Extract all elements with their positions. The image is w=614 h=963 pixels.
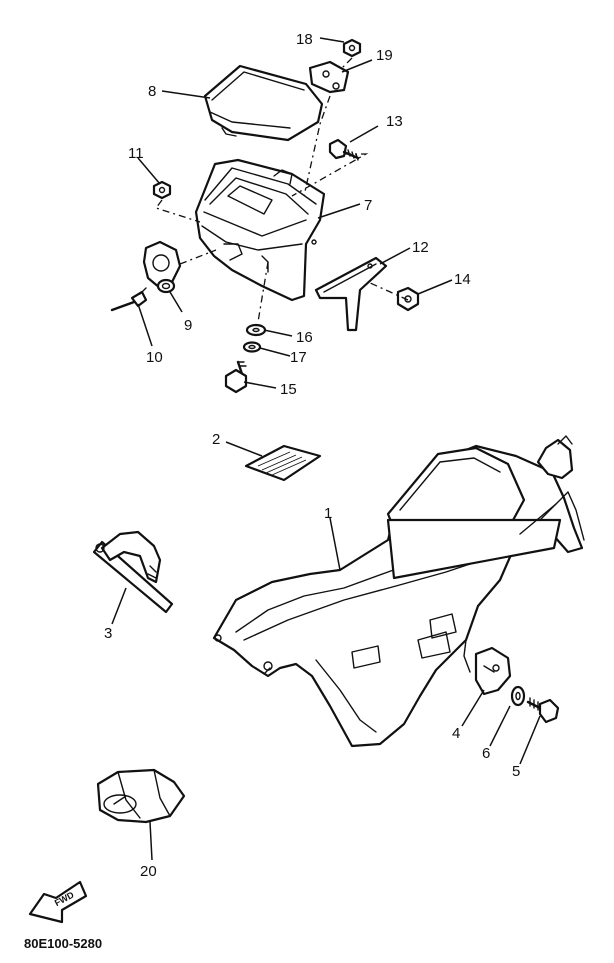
callout-10: 10 (146, 349, 163, 366)
part-13-bolt (328, 138, 360, 161)
callout-15: 15 (280, 381, 297, 398)
part-8-cover (203, 64, 324, 142)
part-18-nut (342, 38, 362, 58)
part-9-grommet (142, 240, 182, 294)
callout-2: 2 (212, 431, 220, 448)
drawing-code: 80E100-5280 (24, 936, 102, 951)
part-17-washer (242, 341, 262, 353)
callout-11: 11 (128, 145, 144, 162)
part-7-battery-box (194, 158, 326, 302)
part-12-plate (314, 256, 388, 332)
callout-20: 20 (140, 863, 157, 880)
callout-6: 6 (482, 745, 490, 762)
callout-4: 4 (452, 725, 460, 742)
part-1-frame (212, 444, 585, 748)
part-16-washer (245, 323, 267, 337)
callout-8: 8 (148, 83, 156, 100)
callout-9: 9 (184, 317, 192, 334)
leader-lines (111, 37, 541, 861)
part-19-bracket (308, 60, 350, 94)
part-3-strap (92, 530, 174, 614)
callout-14: 14 (454, 271, 471, 288)
part-2-label (244, 444, 322, 482)
callout-5: 5 (512, 763, 520, 780)
callout-12: 12 (412, 239, 429, 256)
part-1-knob (536, 435, 574, 480)
callout-16: 16 (296, 329, 313, 346)
part-20-cover (96, 768, 186, 824)
part-14-nut (396, 286, 420, 312)
callout-1: 1 (324, 505, 332, 522)
callout-13: 13 (386, 113, 403, 130)
part-11-nut (152, 180, 172, 200)
part-10-pin (110, 287, 148, 312)
assembly-centerlines (154, 57, 409, 323)
callout-19: 19 (376, 47, 393, 64)
part-5-bolt (526, 697, 560, 724)
callout-17: 17 (290, 349, 307, 366)
part-15-bolt (224, 360, 248, 394)
part-6-washer (510, 685, 526, 707)
fwd-arrow-icon: FWD (28, 880, 88, 924)
part-4-bracket (474, 646, 512, 696)
callout-3: 3 (104, 625, 112, 642)
callouts: 18 19 8 13 11 7 12 14 9 10 16 17 15 2 1 … (104, 31, 520, 880)
callout-18: 18 (296, 31, 313, 48)
callout-7: 7 (364, 197, 372, 214)
